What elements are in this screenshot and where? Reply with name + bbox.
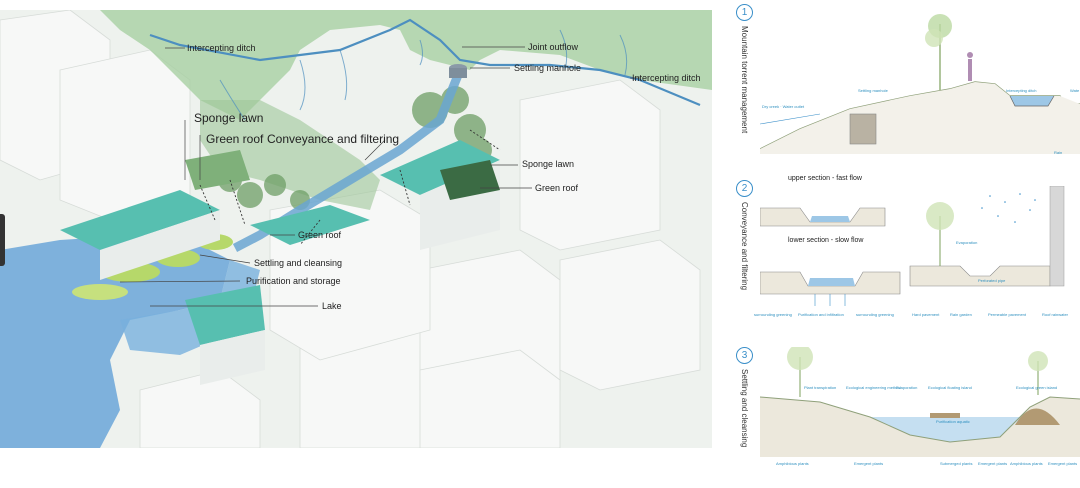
aerial-illustration: Intercepting ditch Joint outflow Settlin… bbox=[0, 10, 712, 448]
s2-label-4: Hard pavement bbox=[912, 312, 939, 317]
label-green-roof-left: Green roof bbox=[206, 132, 263, 146]
s3-label-6: Purification aquatic bbox=[936, 419, 970, 424]
s2-label-6: Permeable pavement bbox=[988, 312, 1026, 317]
label-intercepting-ditch-left: Intercepting ditch bbox=[187, 43, 256, 53]
s3-label-7: Amphibious plants bbox=[776, 461, 809, 466]
s2-label-7: Roof rainwater bbox=[1042, 312, 1068, 317]
s1-label-2: Settling manhole bbox=[858, 88, 888, 93]
s3-label-1: Plant transpiration bbox=[804, 385, 836, 390]
section-number-badge: 1 bbox=[736, 4, 753, 21]
section-mountain-torrent: 1 Mountain torrent management Dry creek … bbox=[736, 4, 1080, 164]
s2-label-3: surrounding greening bbox=[856, 312, 894, 317]
aerial-drawing bbox=[0, 10, 712, 448]
section-title: Mountain torrent management bbox=[740, 26, 749, 133]
s2-label-5: Rain garden bbox=[950, 312, 972, 317]
s2-label-9: Rain bbox=[1054, 150, 1062, 155]
label-sponge-lawn-left: Sponge lawn bbox=[194, 111, 263, 125]
section-1-drawing bbox=[760, 4, 1080, 154]
section-conveyance: 2 Conveyance and filtering upper section… bbox=[736, 180, 1080, 330]
section-title: Settling and cleansing bbox=[740, 369, 749, 447]
label-green-roof-right: Green roof bbox=[535, 183, 578, 193]
s2-label-8: Evaporation bbox=[956, 240, 977, 245]
label-sponge-lawn-right: Sponge lawn bbox=[522, 159, 574, 169]
s3-label-11: Amphibious plants bbox=[1010, 461, 1043, 466]
upper-section-label: upper section - fast flow bbox=[788, 175, 862, 182]
section-number-badge: 3 bbox=[736, 347, 753, 364]
section-2-drawing bbox=[760, 186, 1080, 326]
section-3-drawing bbox=[760, 347, 1080, 457]
s2-label-10: Perforated pipe bbox=[978, 278, 1005, 283]
s3-label-10: Emergent plants bbox=[978, 461, 1007, 466]
label-purification-storage: Purification and storage bbox=[246, 276, 341, 286]
label-settling-cleansing: Settling and cleansing bbox=[254, 258, 342, 268]
label-joint-outflow: Joint outflow bbox=[528, 42, 578, 52]
s3-label-5: Ecological green island bbox=[1016, 385, 1057, 390]
section-settling: 3 Settling and cleansing Plant transpira… bbox=[736, 347, 1080, 477]
s1-label-4: Wate bbox=[1070, 88, 1079, 93]
label-settling-manhole: Settling manhole bbox=[514, 63, 581, 73]
label-intercepting-ditch-right: Intercepting ditch bbox=[632, 73, 701, 83]
s2-label-1: surrounding greening bbox=[754, 312, 792, 317]
s2-label-2: Purification and infiltration bbox=[798, 312, 844, 317]
s3-label-12: Emergent plants bbox=[1048, 461, 1077, 466]
label-green-roof-center: Green roof bbox=[298, 230, 341, 240]
label-lake: Lake bbox=[322, 301, 342, 311]
s1-label-1: Dry creek · Water outlet bbox=[762, 104, 804, 109]
section-title: Conveyance and filtering bbox=[740, 202, 749, 290]
section-number-badge: 2 bbox=[736, 180, 753, 197]
s3-label-4: Ecological floating island bbox=[928, 385, 972, 390]
s3-label-2: Ecological engineering method bbox=[846, 385, 901, 390]
s3-label-3: Evaporation bbox=[896, 385, 917, 390]
label-conveyance-filtering: Conveyance and filtering bbox=[267, 132, 399, 146]
s1-label-3: Intercepting ditch bbox=[1006, 88, 1036, 93]
side-scroll-handle[interactable] bbox=[0, 214, 5, 266]
s3-label-8: Emergent plants bbox=[854, 461, 883, 466]
s3-label-9: Submerged plants bbox=[940, 461, 972, 466]
